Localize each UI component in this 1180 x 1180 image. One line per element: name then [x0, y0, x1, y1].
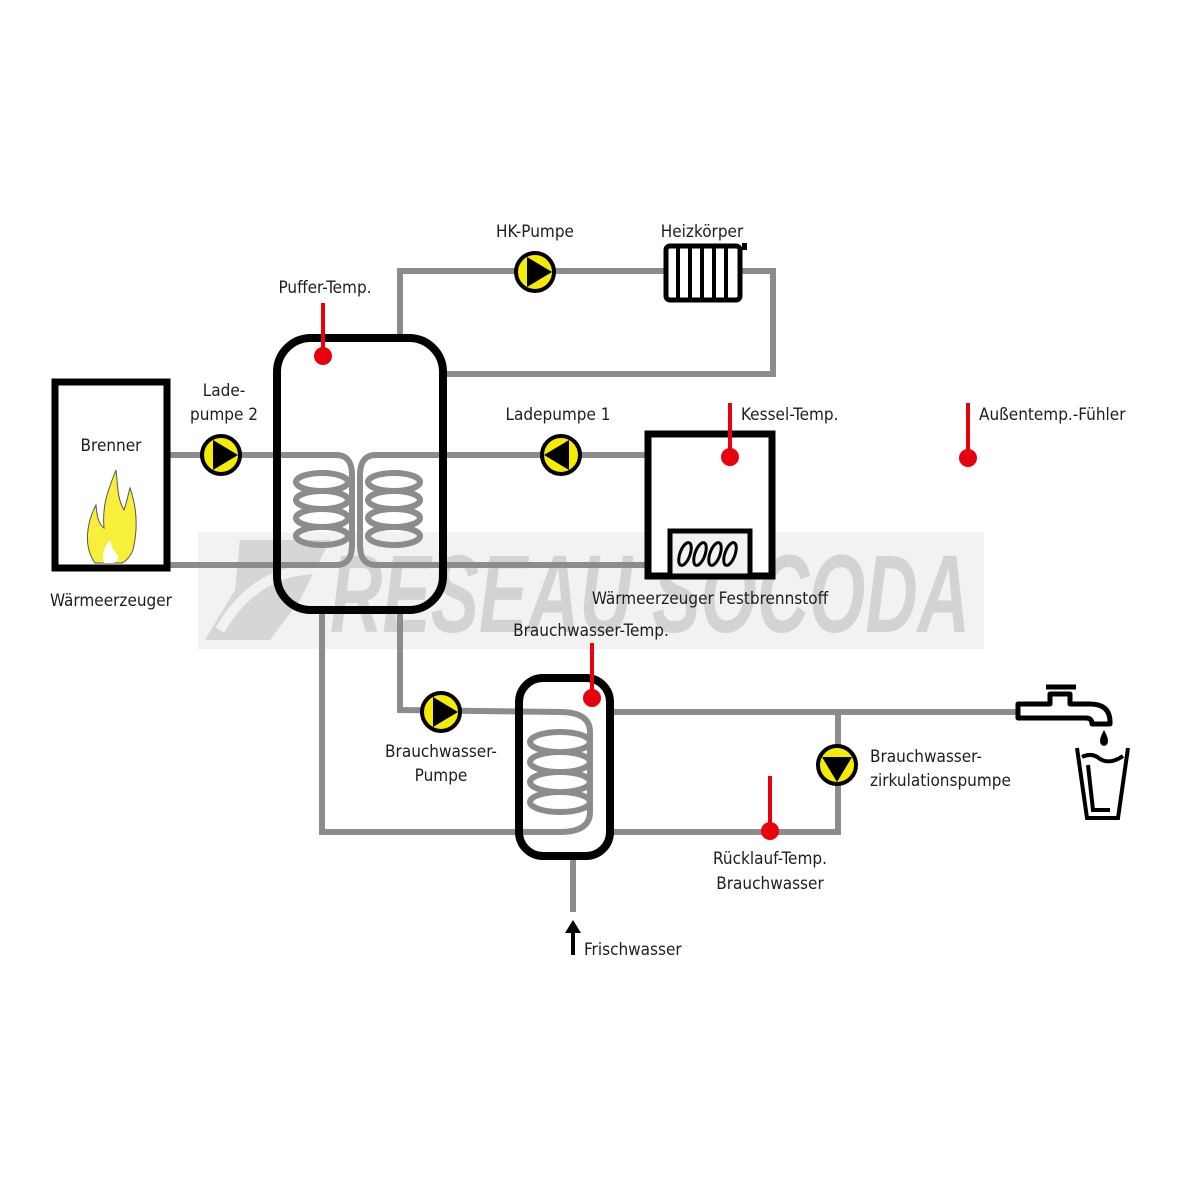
pump-arrow-right-icon: [433, 697, 458, 727]
radiator-icon: [663, 243, 747, 303]
pump-label: Ladepumpe 1: [505, 405, 610, 425]
pipes: [168, 268, 1020, 912]
sensor-label: Kessel-Temp.: [741, 405, 838, 425]
buffer-tank-icon: [273, 334, 447, 614]
arrow-up-icon: [565, 920, 581, 955]
flame-icon: [86, 469, 137, 564]
pump-brauchwasser: Brauchwasser- Pumpe: [385, 691, 497, 786]
puffer-coils: [293, 452, 423, 568]
sensor-dot-icon: [314, 347, 332, 365]
fuel-logs-icon: [677, 541, 738, 567]
sensor-dot-icon: [583, 689, 601, 707]
brenner-unit: Brenner: [51, 378, 171, 572]
sensor-dot-icon: [959, 449, 977, 467]
pipe-circulation: [606, 712, 841, 835]
watermark-logo-swoosh: [215, 563, 341, 633]
frischwasser-label: Frischwasser: [584, 940, 682, 960]
pump-label-line2: zirkulationspumpe: [870, 771, 1011, 791]
sensor-label: Brauchwasser-Temp.: [513, 621, 669, 641]
glass-icon: [1075, 747, 1130, 820]
heizkoerper-label: Heizkörper: [661, 222, 744, 242]
dhw-coil: [527, 709, 593, 835]
pump-ladepumpe1: Ladepumpe 1: [505, 405, 611, 476]
pump-label-line1: Brauchwasser-: [870, 747, 982, 767]
sensor-ruecklauf-temp: Rücklauf-Temp. Brauchwasser: [713, 776, 827, 894]
brenner-label: Brenner: [81, 436, 143, 456]
pump-label-line1: Lade-: [203, 381, 246, 401]
sensor-label-line1: Rücklauf-Temp.: [713, 849, 827, 869]
dhw-coil-bend: [559, 709, 593, 835]
pump-arrow-right-icon: [527, 257, 552, 287]
solid-fuel-boiler: [644, 430, 776, 580]
coil-right-4: [365, 524, 423, 548]
pipe-dhw-return: [319, 612, 560, 835]
sensor-puffer-temp: Puffer-Temp.: [278, 278, 372, 365]
pump-label-line1: Brauchwasser-: [385, 742, 497, 762]
coil-left-4: [293, 524, 351, 548]
coil-right-bend: [357, 452, 377, 568]
faucet-icon: [1015, 684, 1113, 727]
pump-arrow-left-icon: [544, 440, 569, 470]
flame-core: [103, 540, 119, 563]
pump-label-line2: Pumpe: [415, 766, 468, 786]
waermeerzeuger-label: Wärmeerzeuger: [50, 591, 173, 611]
water-drop-icon: [1100, 730, 1108, 746]
sensor-label: Puffer-Temp.: [278, 278, 371, 298]
pump-hk-pumpe: HK-Pumpe: [496, 222, 574, 293]
pump-arrow-down-icon: [822, 757, 852, 782]
festbrennstoff-label: Wärmeerzeuger Festbrennstoff: [592, 589, 829, 609]
sensor-label: Außentemp.-Fühler: [979, 405, 1126, 425]
watermark-band: [198, 532, 984, 649]
pump-arrow-right-icon: [213, 440, 238, 470]
pump-label-line2: pumpe 2: [190, 405, 258, 425]
sensor-aussen-temp: Außentemp.-Fühler: [959, 403, 1126, 467]
pump-label: HK-Pumpe: [496, 222, 574, 242]
sensor-kessel-temp: Kessel-Temp.: [721, 403, 838, 466]
dhw-tank-icon: [515, 674, 614, 860]
pipe-heating-circuit: [397, 268, 776, 377]
pipe-dhw-flow: [397, 612, 561, 715]
sensor-brauchwasser-temp: Brauchwasser-Temp.: [513, 621, 669, 707]
pump-zirkulation: Brauchwasser- zirkulationspumpe: [816, 744, 1011, 791]
dhw-coil-4: [527, 789, 593, 815]
sensor-dot-icon: [721, 448, 739, 466]
sensor-dot-icon: [761, 822, 779, 840]
pump-ladepumpe2: Lade- pumpe 2: [190, 381, 258, 476]
sensor-label-line2: Brauchwasser: [716, 874, 824, 894]
coil-left-bend: [335, 452, 355, 568]
